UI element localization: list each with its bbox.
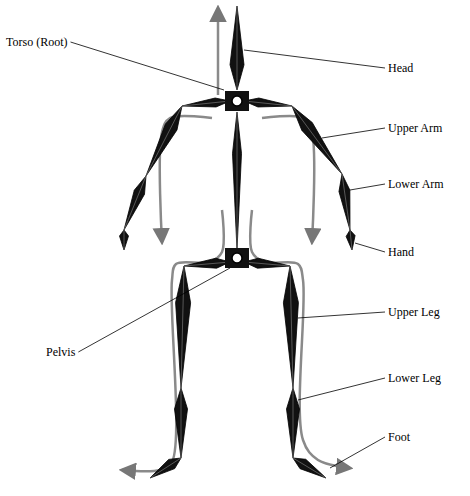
bone	[293, 458, 326, 478]
bone-facet	[350, 230, 352, 250]
part-label: Pelvis	[46, 345, 75, 359]
bone	[146, 106, 182, 176]
bone-facet	[292, 106, 342, 174]
joint-symbol	[232, 253, 242, 263]
bone	[124, 176, 146, 230]
bone	[339, 174, 350, 230]
bone-facet	[124, 176, 146, 230]
hierarchy-arrow	[122, 210, 224, 471]
bone	[120, 230, 129, 250]
bone-facet	[244, 262, 290, 266]
leader-line	[298, 312, 385, 318]
bone-facet	[182, 101, 230, 106]
bone-facet	[150, 458, 181, 478]
part-label: Foot	[388, 430, 410, 444]
leader-line	[350, 184, 385, 190]
part-label: Head	[388, 61, 413, 75]
bone-facet	[293, 458, 326, 478]
bone-facet	[237, 112, 238, 250]
joint-symbol	[232, 96, 242, 106]
part-label: Upper Arm	[388, 121, 442, 135]
bone-facet	[181, 388, 182, 458]
bone-facet	[290, 266, 293, 388]
hierarchy-arrow	[250, 210, 350, 468]
hierarchy-arrow	[217, 8, 220, 95]
leader-line	[298, 378, 385, 400]
leader-line	[322, 128, 385, 138]
root-joint	[225, 248, 249, 268]
bone	[287, 388, 300, 458]
bone	[184, 258, 230, 268]
bone-facet	[184, 262, 230, 266]
leader-line	[355, 243, 385, 252]
leader-line	[330, 437, 385, 468]
bone	[244, 98, 292, 107]
part-label: Torso (Root)	[6, 35, 68, 49]
bone-facet	[342, 174, 350, 230]
bone	[182, 98, 230, 107]
bone	[283, 266, 298, 388]
leader-line	[71, 42, 225, 90]
part-label: Lower Arm	[388, 177, 444, 191]
leader-line	[244, 50, 385, 68]
bone-facet	[237, 6, 238, 90]
root-joint	[225, 91, 249, 111]
part-label: Upper Leg	[388, 305, 440, 319]
bone	[292, 106, 342, 174]
bone	[233, 112, 242, 250]
bone	[230, 6, 244, 90]
bone-facet	[293, 388, 294, 458]
part-label: Hand	[388, 245, 414, 259]
leader-line	[78, 268, 230, 352]
bone-facet	[244, 101, 292, 106]
bone-facet	[146, 106, 182, 176]
bone	[176, 266, 191, 388]
bone	[244, 258, 290, 268]
part-label: Lower Leg	[388, 371, 441, 385]
bone-facet	[181, 266, 184, 388]
bone	[346, 230, 355, 250]
bone	[150, 458, 181, 478]
bone-facet	[124, 230, 125, 250]
bone	[175, 388, 188, 458]
